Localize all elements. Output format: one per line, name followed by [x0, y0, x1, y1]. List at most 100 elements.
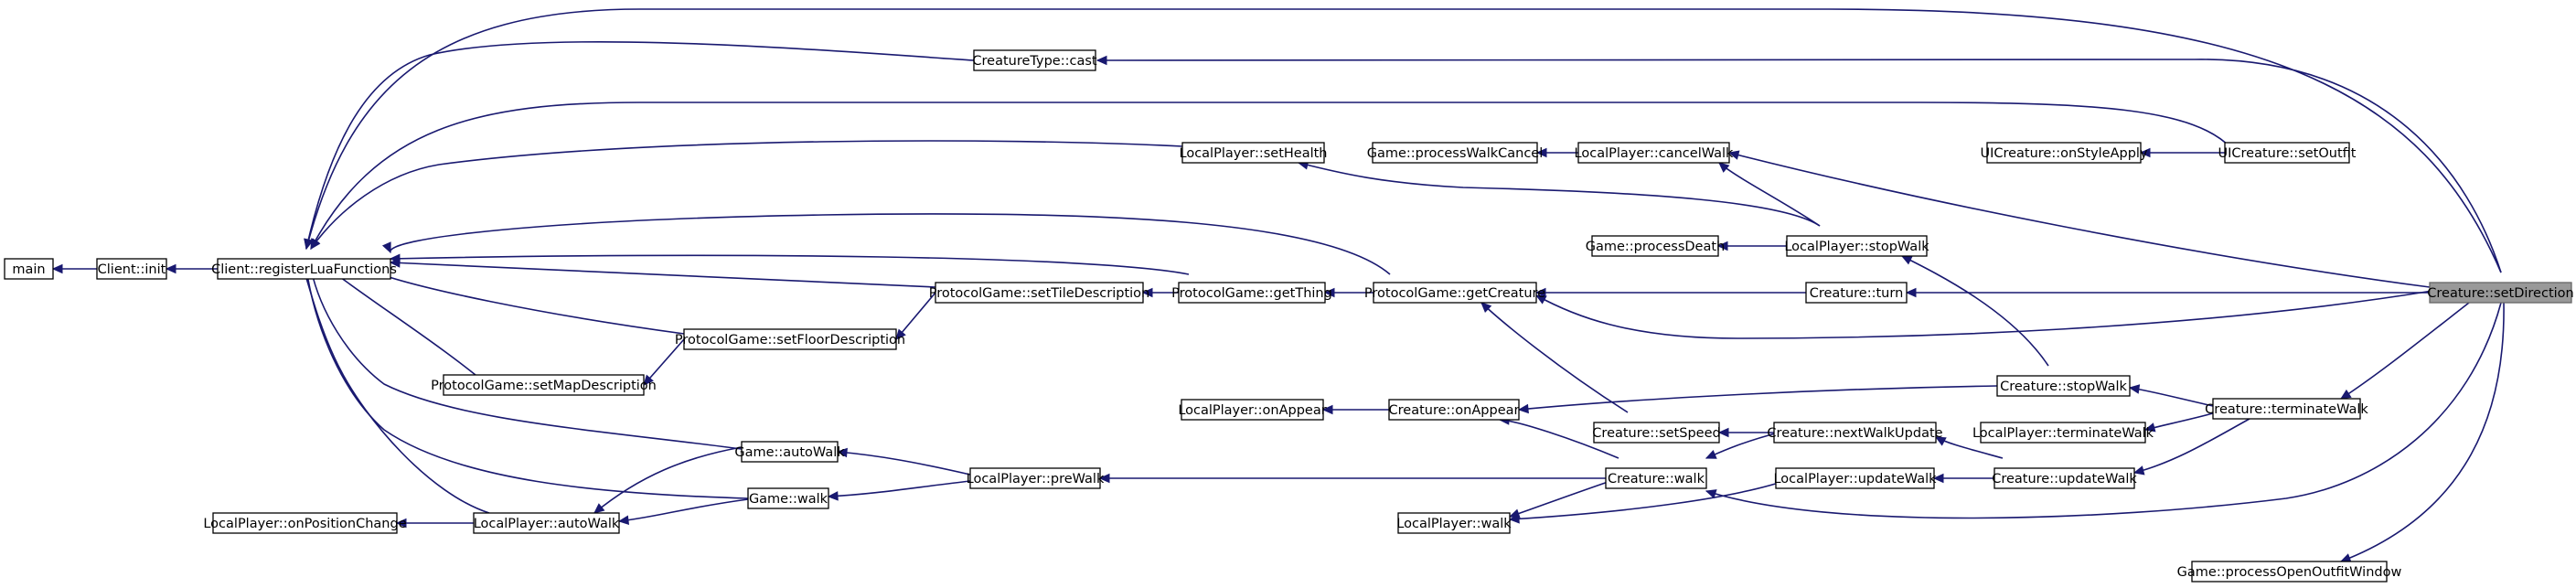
- graph-node-game-autowalk[interactable]: Game::autoWalk: [734, 441, 845, 463]
- arrowhead: [643, 374, 654, 386]
- call-edge: [643, 338, 685, 386]
- arrowhead: [1716, 241, 1728, 251]
- call-edge: [2340, 302, 2470, 400]
- node-label: Game::autoWalk: [734, 445, 845, 460]
- node-box: [935, 282, 1144, 304]
- graph-node-game-procdeath[interactable]: Game::processDeath: [1586, 235, 1726, 257]
- graph-node-uic-onstyleapply[interactable]: UICreature::onStyleApply: [1980, 142, 2148, 164]
- graph-node-pg-settiledesc[interactable]: ProtocolGame::setTileDescription: [929, 282, 1150, 304]
- graph-node-pg-setfloordesc[interactable]: ProtocolGame::setFloorDescription: [675, 328, 905, 350]
- node-box: [1388, 399, 1520, 421]
- node-label: ProtocolGame::setTileDescription: [929, 286, 1150, 301]
- graph-node-pg-getcreature[interactable]: ProtocolGame::getCreature: [1364, 282, 1545, 304]
- node-box: [741, 441, 839, 463]
- graph-node-pg-getthing[interactable]: ProtocolGame::getThing: [1171, 282, 1332, 304]
- call-edge: [305, 8, 2502, 273]
- arrowhead: [1096, 55, 1107, 66]
- arrowhead: [2339, 389, 2352, 400]
- call-edge: [310, 102, 2232, 250]
- node-box: [747, 487, 829, 509]
- graph-node-c-stopwalk[interactable]: Creature::stopWalk: [1996, 375, 2131, 397]
- arrowhead: [2132, 465, 2145, 476]
- graph-node-lp-sethealth[interactable]: LocalPlayer::setHealth: [1180, 142, 1328, 164]
- node-box: [973, 49, 1096, 71]
- arrowhead: [389, 253, 401, 264]
- graph-node-c-setdirection[interactable]: Creature::setDirection: [2427, 282, 2574, 304]
- node-label: Client::registerLuaFunctions: [211, 262, 397, 277]
- node-label: LocalPlayer::autoWalk: [474, 517, 620, 531]
- graph-node-c-nextwalkupdate[interactable]: Creature::nextWalkUpdate: [1767, 422, 1943, 444]
- arrowhead: [617, 515, 630, 526]
- graph-node-lp-stopwalk[interactable]: LocalPlayer::stopWalk: [1784, 235, 1929, 257]
- node-label: Game::walk: [749, 492, 828, 507]
- arrowhead: [2339, 553, 2352, 563]
- call-edge: [1096, 59, 2502, 273]
- graph-node-lp-terminatewalk[interactable]: LocalPlayer::terminateWalk: [1972, 422, 2154, 444]
- call-edge: [1705, 302, 2502, 519]
- graph-node-lp-updatewalk[interactable]: LocalPlayer::updateWalk: [1773, 467, 1937, 489]
- arrowhead: [1517, 403, 1529, 414]
- node-label: Game::processWalkCancel: [1367, 146, 1544, 161]
- node-label: LocalPlayer::walk: [1396, 517, 1512, 531]
- arrowhead: [827, 491, 839, 501]
- call-edge: [618, 498, 749, 522]
- node-box: [1593, 422, 1720, 444]
- node-box: [1986, 142, 2142, 164]
- arrowhead: [1717, 427, 1729, 438]
- call-edge: [328, 268, 476, 376]
- graph-node-pg-setmapdesc[interactable]: ProtocolGame::setMapDescription: [431, 374, 657, 396]
- graph-node-lp-onappear[interactable]: LocalPlayer::onAppear: [1178, 399, 1327, 421]
- node-label: Creature::setSpeed: [1592, 426, 1720, 441]
- graph-node-game-walk[interactable]: Game::walk: [747, 487, 829, 509]
- call-edge: [1535, 290, 2433, 339]
- graph-node-main[interactable]: main: [4, 258, 54, 280]
- graph-node-creaturetype-cast[interactable]: CreatureType::cast: [972, 49, 1097, 71]
- arrowhead: [1098, 473, 1110, 484]
- graph-node-lp-onposchange[interactable]: LocalPlayer::onPositionChange: [203, 512, 407, 534]
- graph-node-client-init[interactable]: Client::init: [96, 258, 167, 280]
- arrowhead: [1508, 514, 1520, 524]
- arrowhead: [395, 518, 407, 529]
- call-edge: [365, 268, 685, 335]
- node-label: LocalPlayer::cancelWalk: [1575, 146, 1735, 161]
- call-edge: [1901, 255, 2049, 367]
- call-edge: [593, 446, 743, 514]
- call-edge: [305, 268, 749, 499]
- node-box: [1996, 375, 2131, 397]
- node-label: Game::processDeath: [1586, 240, 1726, 254]
- graph-node-uic-setoutfit[interactable]: UICreature::setOutfit: [2218, 142, 2357, 164]
- graph-node-c-setspeed[interactable]: Creature::setSpeed: [1592, 422, 1721, 444]
- graph-node-game-procwalkcancel[interactable]: Game::processWalkCancel: [1367, 142, 1544, 164]
- graph-node-client-register[interactable]: Client::registerLuaFunctions: [211, 258, 397, 280]
- arrowhead: [1534, 287, 1546, 298]
- graph-node-c-terminatewalk[interactable]: Creature::terminateWalk: [2205, 398, 2368, 420]
- graph-node-lp-walk[interactable]: LocalPlayer::walk: [1396, 512, 1512, 534]
- arrowhead: [381, 241, 391, 254]
- graph-node-lp-prewalk[interactable]: LocalPlayer::preWalk: [967, 467, 1105, 489]
- graph-node-lp-cancelwalk[interactable]: LocalPlayer::cancelWalk: [1575, 142, 1735, 164]
- call-edge: [2144, 412, 2214, 431]
- node-box: [1181, 142, 1325, 164]
- arrowhead: [1932, 473, 1944, 484]
- arrowhead: [593, 503, 605, 514]
- node-label: ProtocolGame::getThing: [1171, 286, 1332, 301]
- node-label: Creature::walk: [1608, 472, 1705, 486]
- node-label: Game::processOpenOutfitWindow: [2177, 565, 2402, 580]
- graph-node-lp-autowalk[interactable]: LocalPlayer::autoWalk: [473, 512, 620, 534]
- node-label: LocalPlayer::preWalk: [967, 472, 1105, 486]
- graph-node-game-procopenoutfit[interactable]: Game::processOpenOutfitWindow: [2177, 561, 2402, 583]
- graph-node-c-turn[interactable]: Creature::turn: [1805, 282, 1908, 304]
- arrowhead: [895, 328, 906, 340]
- node-box: [1373, 282, 1537, 304]
- node-box: [2224, 142, 2350, 164]
- graph-node-c-walk[interactable]: Creature::walk: [1605, 467, 1707, 489]
- node-box: [4, 258, 54, 280]
- node-box: [473, 512, 620, 534]
- graph-node-c-updatewalk[interactable]: Creature::updateWalk: [1992, 467, 2137, 489]
- call-edge: [1728, 152, 2431, 288]
- node-label: Creature::updateWalk: [1992, 472, 2137, 486]
- node-box: [683, 328, 897, 350]
- graph-node-c-onappear[interactable]: Creature::onAppear: [1388, 399, 1520, 421]
- node-label: Creature::stopWalk: [2000, 380, 2127, 394]
- node-box: [443, 374, 645, 396]
